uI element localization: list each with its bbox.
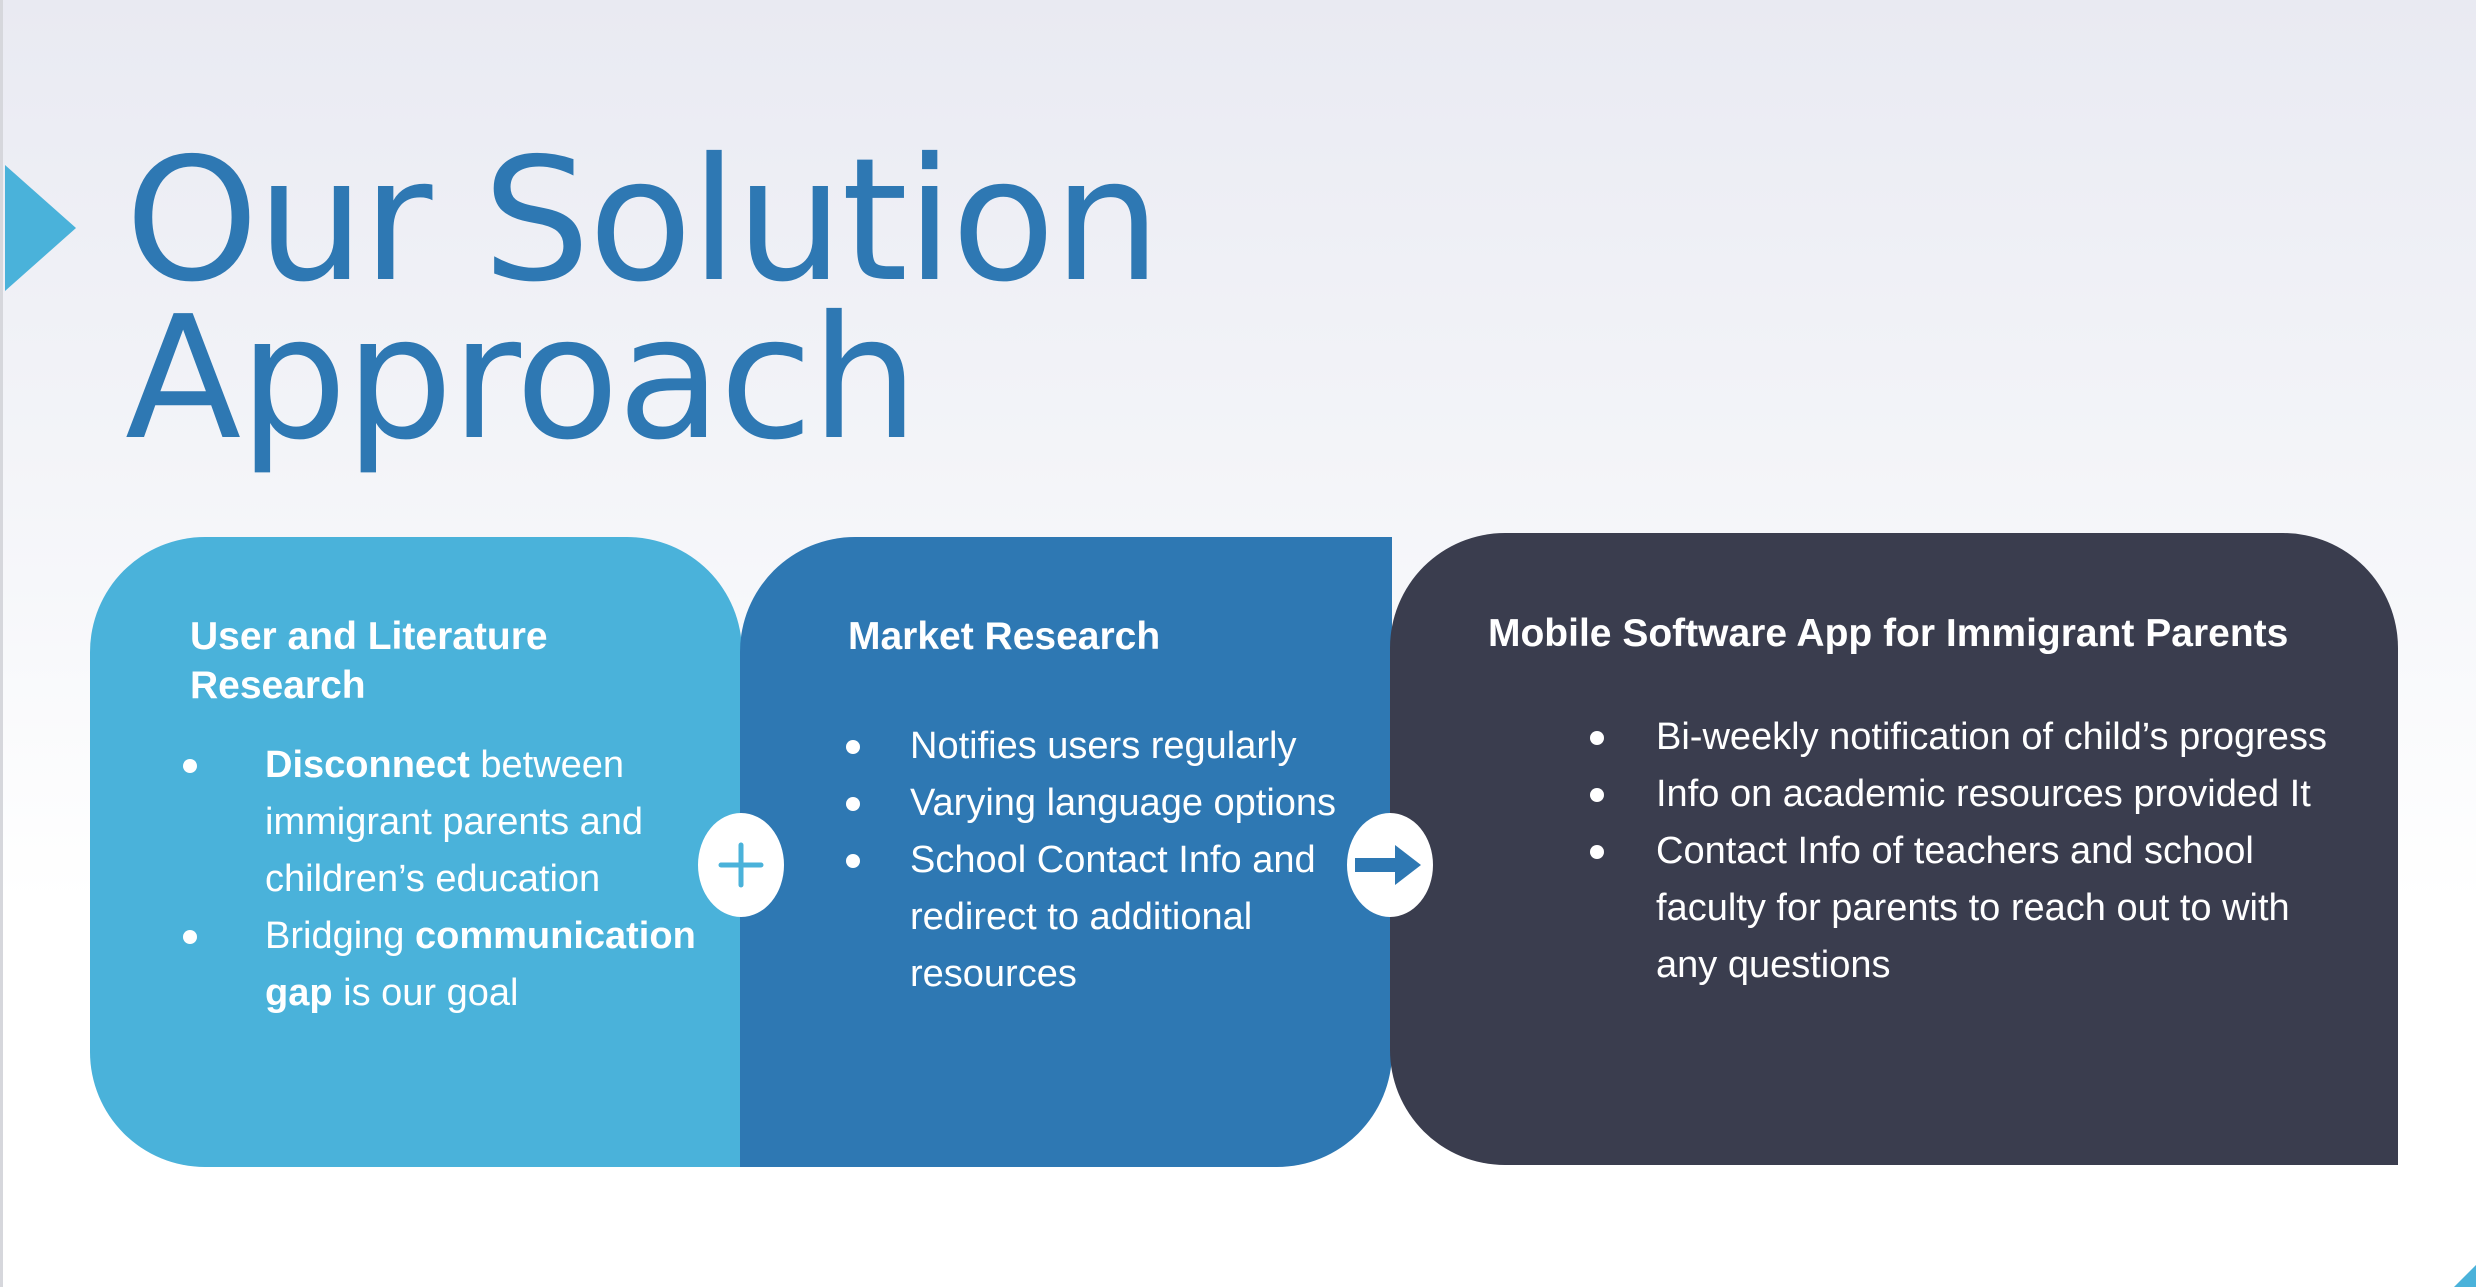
slide-title-line-1: Our Solution — [125, 122, 1161, 320]
bullet-item: Bi-weekly notification of child’s progre… — [1590, 709, 2356, 766]
slide-title-line-2: Approach — [125, 280, 919, 478]
bullet-text: is our goal — [332, 972, 519, 1014]
slide-title: Our Solution Approach — [125, 122, 1161, 478]
title-triangle-icon — [5, 165, 76, 291]
bullet-bold-text: Disconnect — [265, 744, 470, 786]
plus-icon — [718, 842, 764, 888]
bullet-item: Notifies users regularly — [846, 718, 1380, 775]
panel-user-literature-research: User and Literature Research Disconnect … — [90, 537, 742, 1167]
bullet-list: Disconnect between immigrant parents and… — [183, 737, 705, 1022]
panel-heading: User and Literature Research — [190, 615, 548, 707]
bullet-text: between immigrant parents and children’s… — [265, 744, 644, 900]
bullet-item: School Contact Info and redirect to addi… — [846, 832, 1380, 1003]
bullet-list: Notifies users regularly Varying languag… — [846, 718, 1380, 1003]
arrow-connector — [1347, 813, 1433, 917]
bullet-item: Contact Info of teachers and school facu… — [1590, 823, 2356, 994]
corner-triangle-icon — [2454, 1265, 2476, 1287]
panel-market-research: Market Research Notifies users regularly… — [740, 537, 1392, 1167]
panel-heading: Mobile Software App for Immigrant Parent… — [1488, 612, 2289, 655]
bullet-bold-text: communication gap — [265, 915, 696, 1014]
arrow-right-icon — [1355, 845, 1421, 885]
bullet-item: Varying language options — [846, 775, 1380, 832]
bullet-item: Bridging communication gap is our goal — [183, 908, 705, 1022]
bullet-list: Bi-weekly notification of child’s progre… — [1590, 709, 2356, 994]
bullet-text: Bridging — [265, 915, 415, 957]
plus-connector — [698, 813, 784, 917]
bullet-item: Disconnect between immigrant parents and… — [183, 737, 705, 908]
slide-left-border — [0, 0, 3, 1287]
bullet-item: Info on academic resources provided It — [1590, 766, 2356, 823]
panel-heading: Market Research — [848, 615, 1161, 658]
panel-mobile-software-app: Mobile Software App for Immigrant Parent… — [1390, 533, 2398, 1165]
